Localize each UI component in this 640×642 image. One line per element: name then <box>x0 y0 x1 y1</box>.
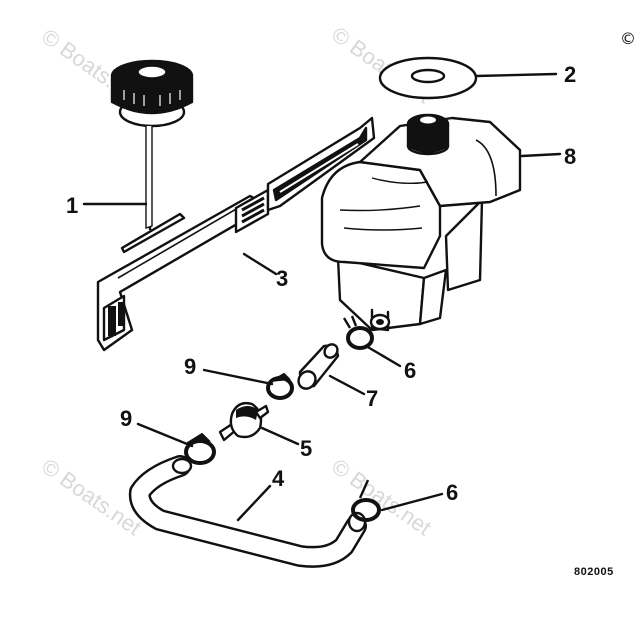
leader-lines <box>82 72 562 522</box>
callout-7: 7 <box>366 386 378 411</box>
part-clamp-lower-9 <box>184 432 216 465</box>
part-fuel-cap-dipstick <box>110 59 194 254</box>
callout-9-upper: 9 <box>184 354 196 379</box>
part-fuel-tank <box>320 113 522 332</box>
callout-6-upper: 6 <box>404 358 416 383</box>
callout-1: 1 <box>66 193 78 218</box>
part-fuel-filter <box>218 401 270 442</box>
callout-6-lower: 6 <box>446 480 458 505</box>
part-hose-connector <box>297 343 340 390</box>
callout-2: 2 <box>564 62 576 87</box>
callout-8: 8 <box>564 144 576 169</box>
callout-9-lower: 9 <box>120 406 132 431</box>
part-washer <box>378 56 478 100</box>
callout-4: 4 <box>272 466 285 491</box>
copyright-symbol: © <box>620 29 636 48</box>
callout-labels: 1 2 3 8 6 9 7 9 5 4 6 <box>66 62 576 505</box>
callout-5: 5 <box>300 436 312 461</box>
part-clamp-upper-9 <box>266 372 294 400</box>
part-hose-clamp-lower <box>351 479 381 522</box>
part-hose-clamp-upper <box>342 315 374 350</box>
part-mounting-strap <box>96 116 376 352</box>
callout-3: 3 <box>276 266 288 291</box>
diagram-code: 802005 <box>574 566 614 578</box>
